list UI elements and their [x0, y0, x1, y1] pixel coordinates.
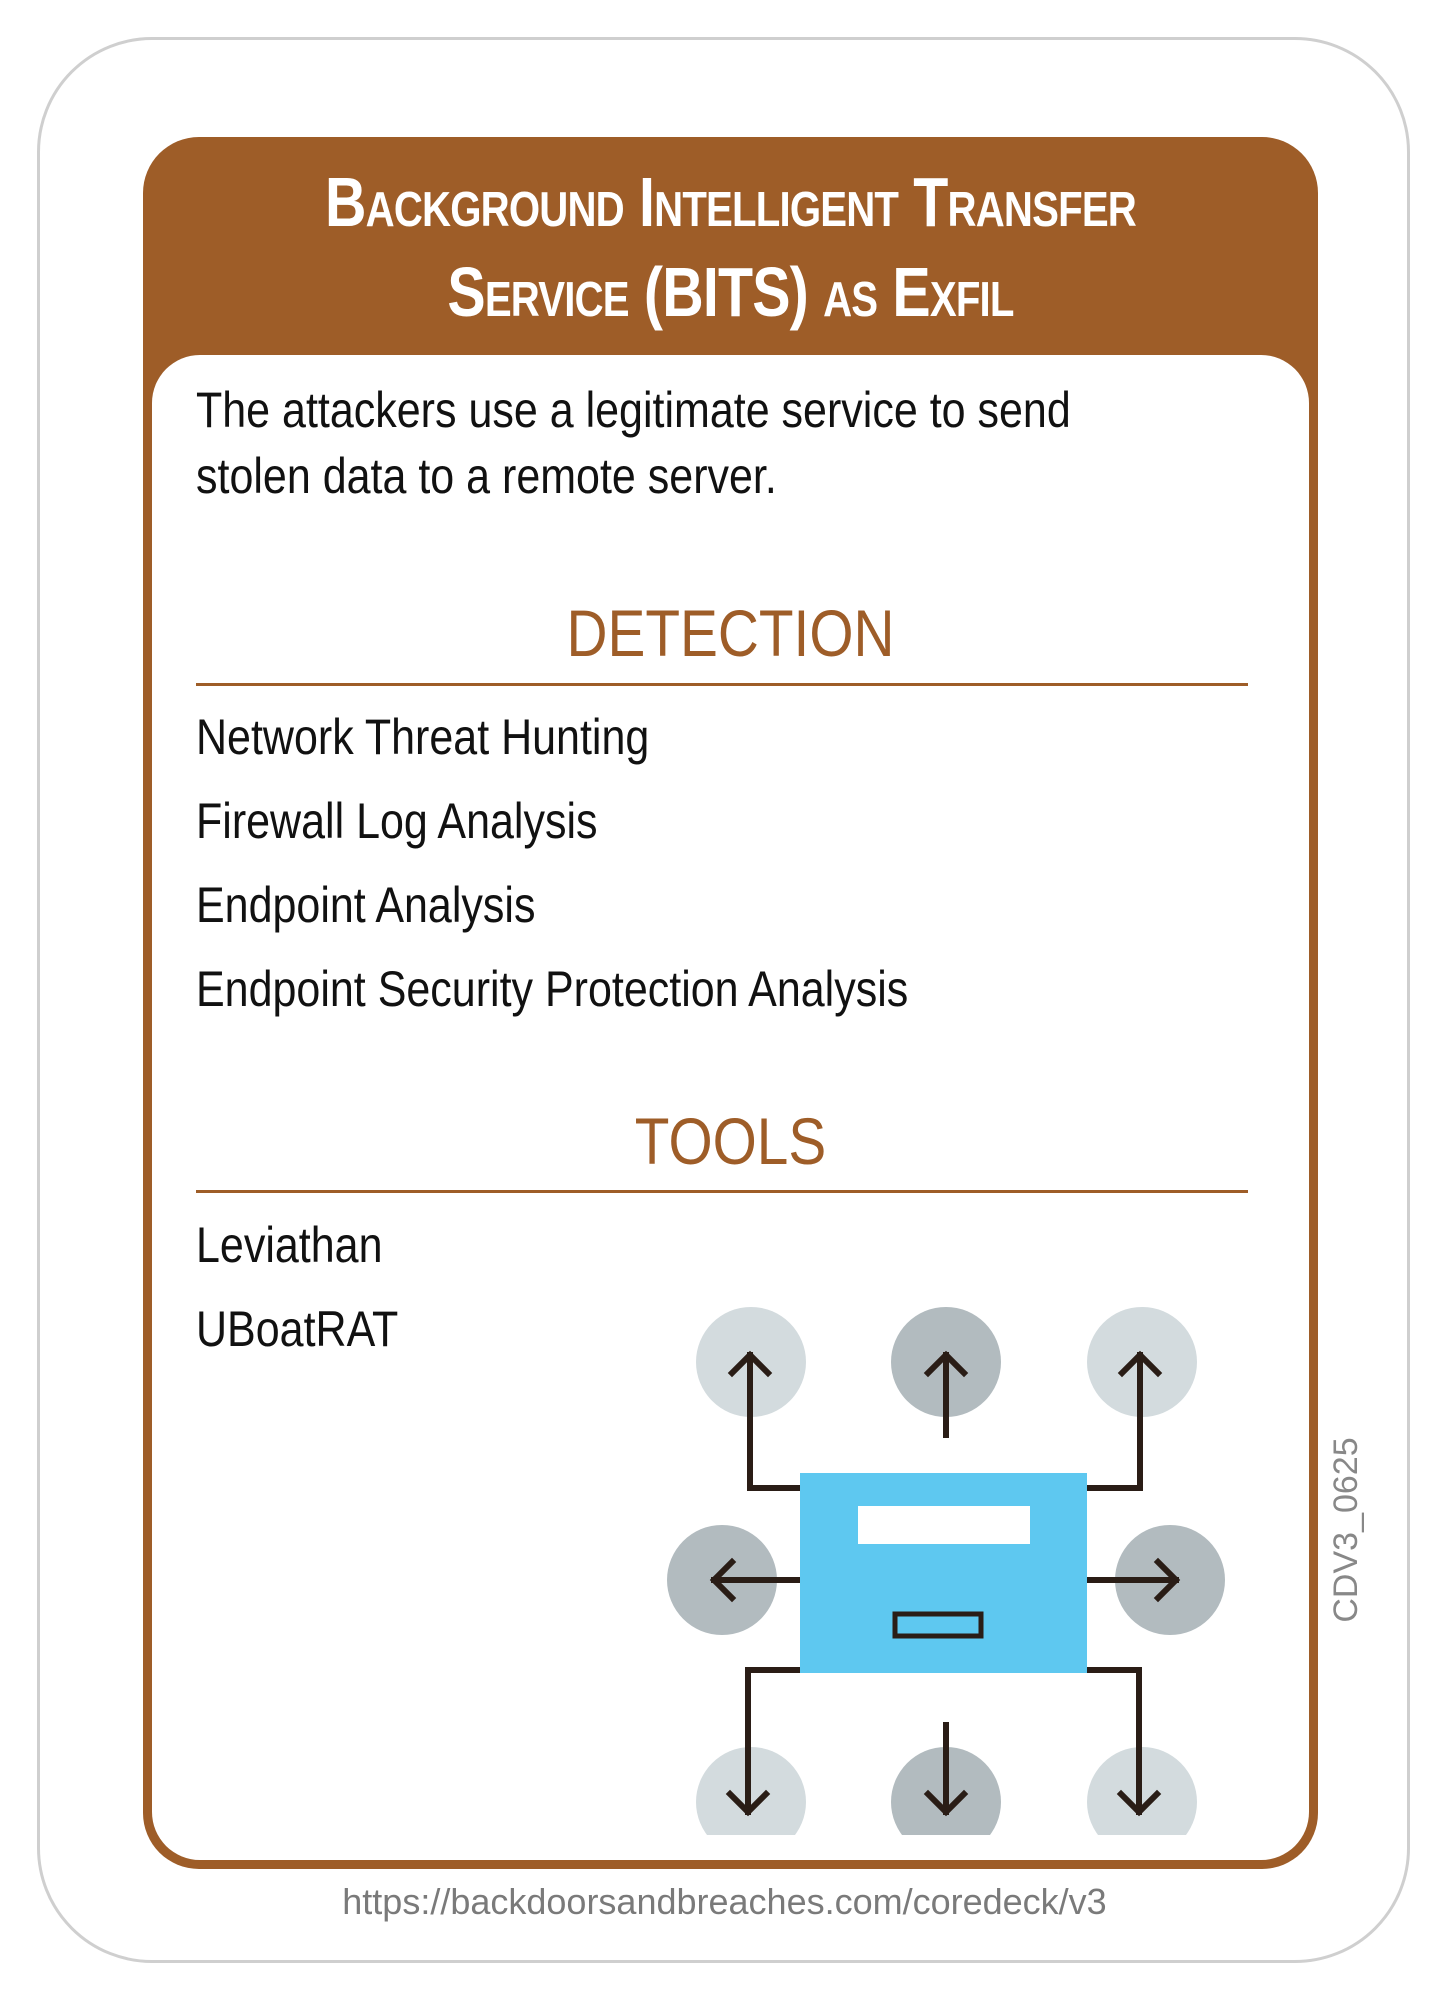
tools-divider: [196, 1190, 1248, 1193]
server-box: [800, 1473, 1087, 1673]
card-title: Background Intelligent Transfer Service …: [249, 157, 1213, 337]
tool-item: Leviathan: [196, 1217, 383, 1273]
card-description-line-1: The attackers use a legitimate service t…: [196, 382, 1071, 438]
tool-item: UBoatRAT: [196, 1301, 399, 1357]
card-description: The attackers use a legitimate service t…: [196, 377, 1108, 509]
footer-url: https://backdoorsandbreaches.com/coredec…: [342, 1881, 1107, 1922]
detection-divider: [196, 683, 1248, 686]
detection-heading: DETECTION: [566, 596, 895, 670]
card-title-line-1: Background Intelligent Transfer: [324, 163, 1137, 241]
card-description-line-2: stolen data to a remote server.: [196, 448, 777, 504]
detection-item: Endpoint Analysis: [196, 877, 536, 933]
detection-item: Endpoint Security Protection Analysis: [196, 961, 909, 1017]
card-title-line-2: Service (BITS) as Exfil: [447, 253, 1014, 331]
detection-item: Firewall Log Analysis: [196, 793, 598, 849]
detection-list: Network Threat Hunting Firewall Log Anal…: [196, 695, 908, 1031]
card-frame: Background Intelligent Transfer Service …: [143, 137, 1318, 1869]
card-code: CDV3_0625: [1327, 1437, 1365, 1623]
server-broadcast-icon: [667, 1307, 1225, 1835]
tools-heading: TOOLS: [634, 1104, 827, 1178]
tools-list: Leviathan UBoatRAT: [196, 1203, 398, 1371]
card-body: The attackers use a legitimate service t…: [152, 355, 1309, 1860]
connection-arrows: [709, 1350, 1181, 1817]
detection-item: Network Threat Hunting: [196, 709, 650, 765]
